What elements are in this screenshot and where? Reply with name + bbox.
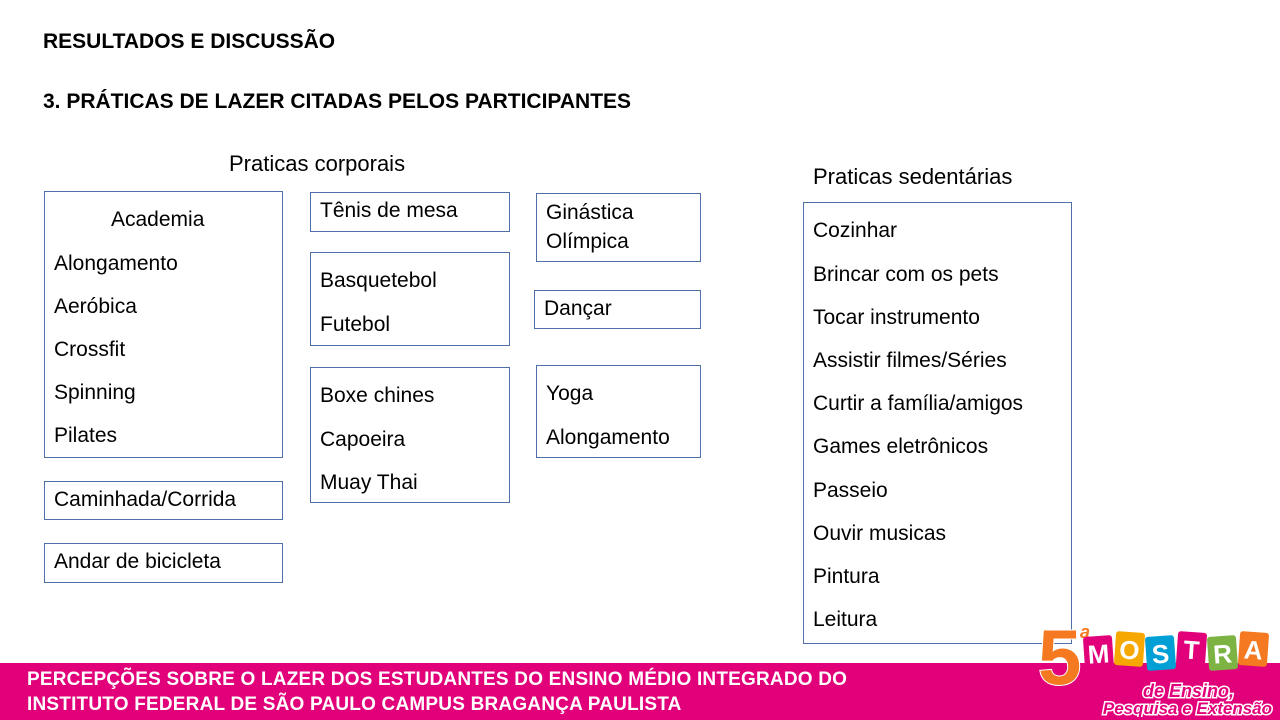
lutas-box: Boxe chines Capoeira Muay Thai xyxy=(310,367,510,503)
list-item: Ginástica xyxy=(546,201,634,224)
logo-letter-tile: A xyxy=(1238,631,1269,667)
list-item: Leitura xyxy=(813,608,878,631)
list-item: Games eletrônicos xyxy=(813,435,989,458)
logo-letter: A xyxy=(1243,634,1264,665)
list-item: Pilates xyxy=(54,424,118,447)
academia-box: Academia Alongamento Aeróbica Crossfit S… xyxy=(44,191,283,458)
tenis-box: Tênis de mesa xyxy=(310,192,510,232)
list-item: Pintura xyxy=(813,565,880,588)
caminhada-box: Caminhada/Corrida xyxy=(44,481,283,520)
list-item: Dançar xyxy=(544,297,612,320)
logo-letter-tile: T xyxy=(1176,631,1207,667)
list-item: Caminhada/Corrida xyxy=(54,488,237,511)
list-item: Ouvir musicas xyxy=(813,522,947,545)
logo-letter-tile: S xyxy=(1145,635,1176,671)
list-item: Curtir a família/amigos xyxy=(813,392,1024,415)
logo-letter: O xyxy=(1118,634,1140,665)
list-item: Yoga xyxy=(546,382,594,405)
list-item: Andar de bicicleta xyxy=(54,550,221,573)
list-item: Crossfit xyxy=(54,338,126,361)
dancar-box: Dançar xyxy=(534,290,701,329)
list-item: Alongamento xyxy=(546,426,670,449)
logo-letter: S xyxy=(1151,638,1170,669)
sedentarias-title: Praticas sedentárias xyxy=(813,164,1013,189)
logo-letter-bg xyxy=(1207,635,1238,671)
section-title: 3. PRÁTICAS DE LAZER CITADAS PELOS PARTI… xyxy=(43,90,632,113)
list-item: Passeio xyxy=(813,479,888,502)
logo-line-2: de Ensino, xyxy=(1143,681,1234,701)
logo-letter-bg xyxy=(1083,635,1114,671)
list-item: Muay Thai xyxy=(320,471,418,494)
ginastica-box: Ginástica Olímpica xyxy=(536,193,701,262)
logo-ordinal: a xyxy=(1080,622,1090,642)
list-item: Futebol xyxy=(320,313,391,336)
academia-label: Academia xyxy=(111,208,205,231)
logo-letter-bg xyxy=(1176,631,1207,667)
list-item: Tênis de mesa xyxy=(320,199,458,222)
yoga-box: Yoga Alongamento xyxy=(536,365,701,458)
footer-banner: PERCEPÇÕES SOBRE O LAZER DOS ESTUDANTES … xyxy=(0,663,1280,720)
list-item: Basquetebol xyxy=(320,269,437,292)
list-item: Capoeira xyxy=(320,428,406,451)
logo-letter-bg xyxy=(1238,631,1269,667)
logo-letter-bg xyxy=(1145,635,1176,671)
list-item: Boxe chines xyxy=(320,384,435,407)
sedentarias-box: Cozinhar Brincar com os pets Tocar instr… xyxy=(803,202,1072,644)
bicicleta-box: Andar de bicicleta xyxy=(44,543,283,583)
logo-letter-bg xyxy=(1114,631,1145,667)
list-item: Olímpica xyxy=(546,230,629,253)
list-item: Assistir filmes/Séries xyxy=(813,349,1007,372)
logo-number: 5 xyxy=(1038,613,1081,701)
corporais-title: Praticas corporais xyxy=(229,151,406,176)
list-item: Cozinhar xyxy=(813,219,898,242)
list-item: Brincar com os pets xyxy=(813,263,999,286)
logo-letter-tile: M xyxy=(1083,635,1114,671)
list-item: Spinning xyxy=(54,381,136,404)
logo-letter: R xyxy=(1212,638,1233,669)
bolas-box: Basquetebol Futebol xyxy=(310,252,510,346)
logo-letter: T xyxy=(1182,634,1200,665)
page-title: RESULTADOS E DISCUSSÃO xyxy=(43,30,336,53)
list-item: Aeróbica xyxy=(54,295,137,318)
logo-line-3: Pesquisa e Extensão xyxy=(1103,699,1272,717)
list-item: Tocar instrumento xyxy=(813,306,980,329)
logo-letter-tile: R xyxy=(1207,635,1238,671)
list-item: Alongamento xyxy=(54,252,178,275)
footer-line-2: INSTITUTO FEDERAL DE SÃO PAULO CAMPUS BR… xyxy=(27,694,682,715)
logo-letter-tile: O xyxy=(1114,631,1145,667)
logo-letter: M xyxy=(1087,638,1111,669)
footer-line-1: PERCEPÇÕES SOBRE O LAZER DOS ESTUDANTES … xyxy=(27,669,848,690)
